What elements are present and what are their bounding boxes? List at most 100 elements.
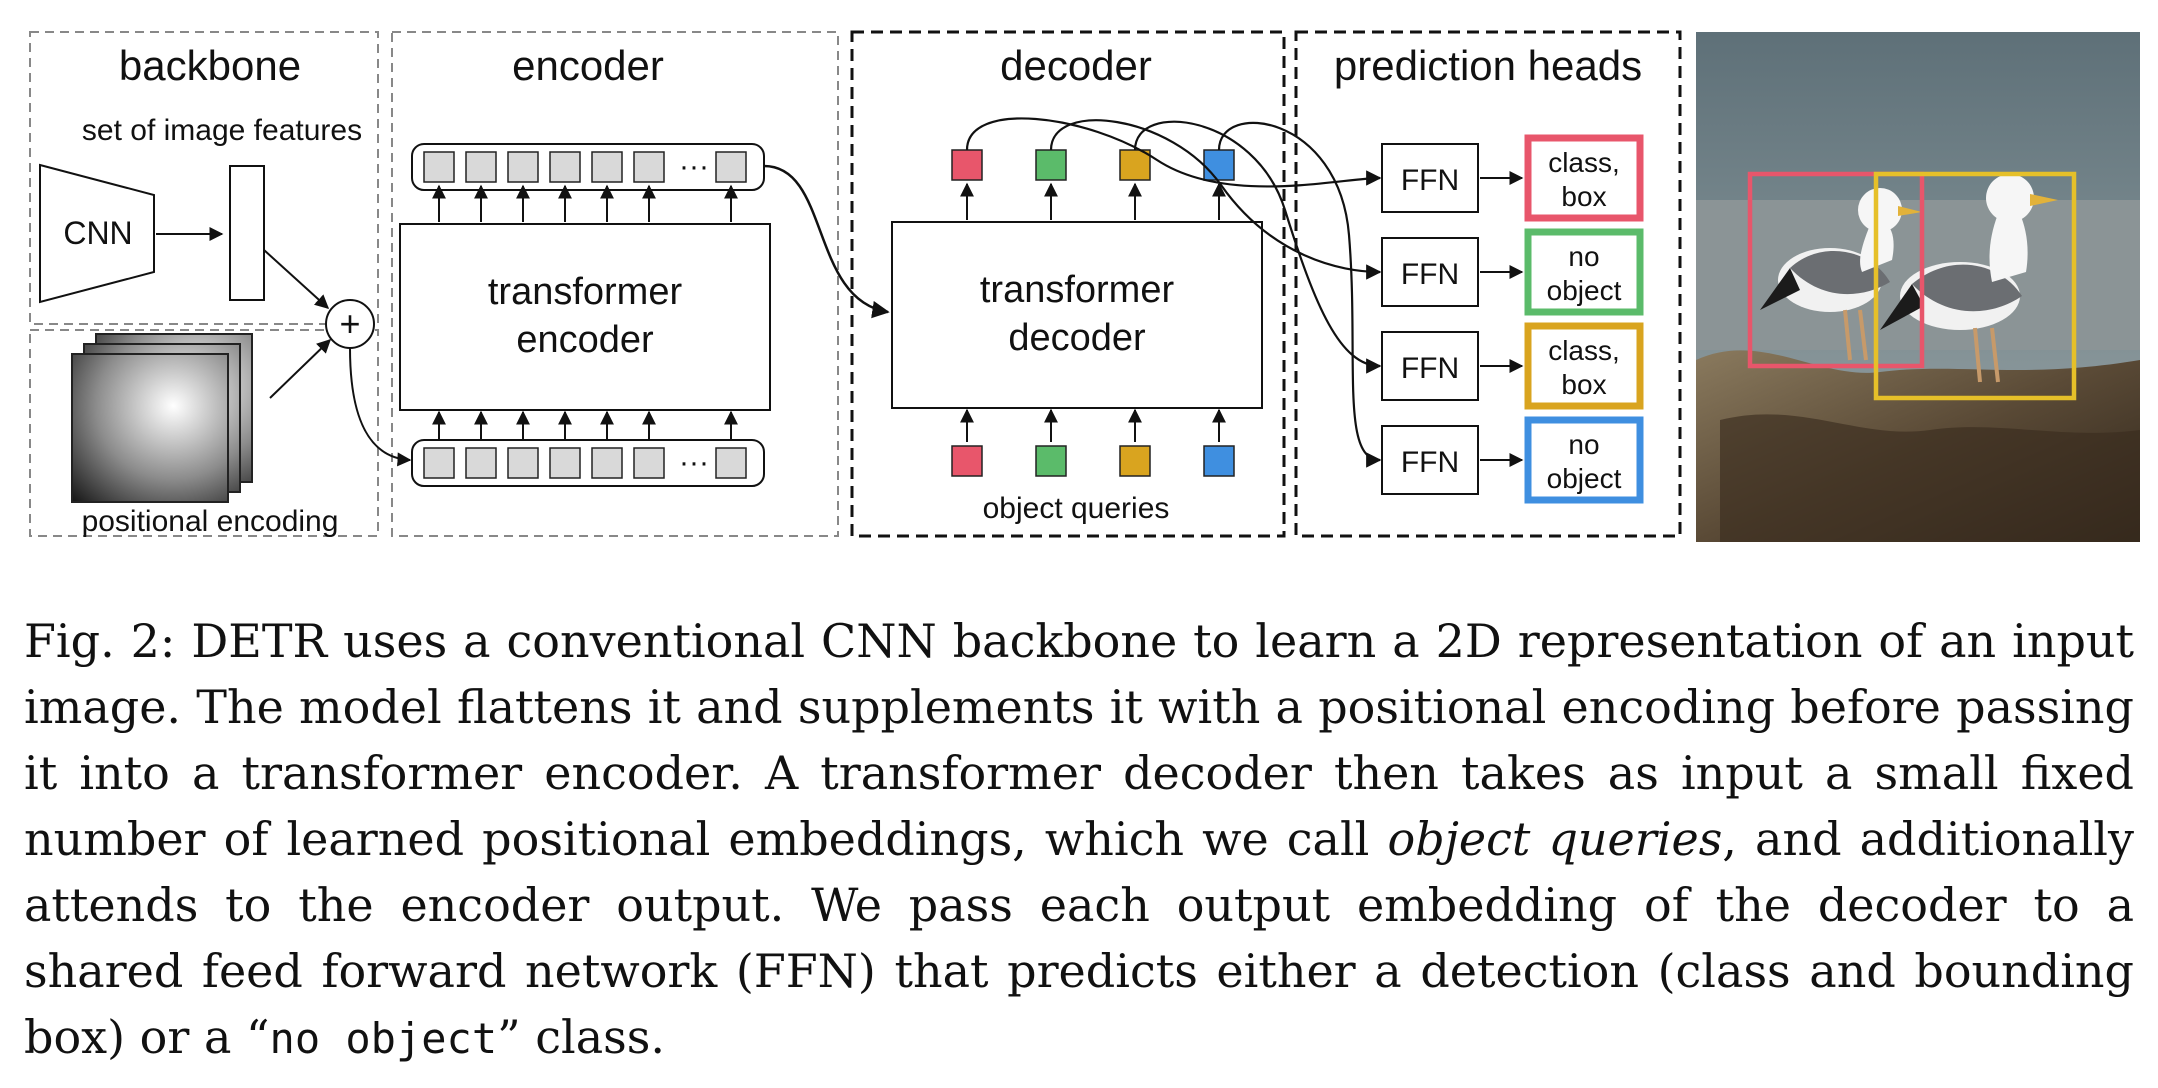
plus-to-encoder-input-arrow bbox=[349, 347, 412, 467]
feature-map bbox=[229, 165, 265, 301]
ffn-label: FFN bbox=[1401, 352, 1459, 385]
prediction-output bbox=[1524, 134, 1644, 222]
prediction-output bbox=[1524, 228, 1644, 316]
prediction-label-line1: no bbox=[1568, 429, 1599, 460]
decoder-to-ffn-arrow bbox=[965, 117, 1382, 188]
object-query-token bbox=[1035, 445, 1067, 477]
ffn-label: FFN bbox=[1401, 258, 1459, 291]
add-node-symbol: + bbox=[339, 303, 360, 344]
prediction-heads-frame bbox=[1294, 30, 1682, 538]
detection-box-red bbox=[1747, 171, 1925, 369]
object-query-token bbox=[1203, 445, 1235, 477]
encoder-input-tokens-container bbox=[411, 439, 765, 487]
prediction-label-line2: box bbox=[1561, 181, 1606, 212]
caption-mono: no object bbox=[269, 1014, 498, 1063]
encoder-output-token bbox=[423, 151, 455, 183]
encoder-input-token bbox=[423, 447, 455, 479]
ffn-label: FFN bbox=[1401, 446, 1459, 479]
encoder-output-token bbox=[715, 151, 747, 183]
prediction-label-line2: object bbox=[1547, 275, 1622, 306]
image-rocks-highlight bbox=[1720, 414, 2140, 542]
backbone-frame bbox=[29, 31, 379, 325]
ffn-box bbox=[1381, 143, 1479, 213]
cnn-label: CNN bbox=[63, 215, 132, 251]
transformer-encoder-label-line1: transformer bbox=[488, 271, 683, 313]
pos-encoding-layer-1 bbox=[71, 353, 229, 503]
encoder-output-tokens-container bbox=[411, 143, 765, 191]
image-features-label: set of image features bbox=[82, 114, 362, 147]
positional-encoding-label: positional encoding bbox=[82, 505, 339, 538]
encoder-input-token bbox=[591, 447, 623, 479]
decoder-to-ffn-arrow bbox=[1133, 120, 1382, 374]
pos-to-plus-arrow bbox=[269, 339, 332, 399]
encoder-input-ellipsis: ··· bbox=[679, 446, 709, 479]
object-query-arrows bbox=[960, 408, 1226, 442]
prediction-label-line1: class, bbox=[1548, 335, 1620, 366]
encoder-input-tokens bbox=[423, 447, 747, 479]
gull-right bbox=[1880, 174, 2058, 383]
decoder-title: decoder bbox=[1000, 42, 1152, 89]
encoder-output-token bbox=[633, 151, 665, 183]
transformer-encoder-block bbox=[399, 223, 771, 411]
prediction-label-line2: object bbox=[1547, 463, 1622, 494]
prediction-output bbox=[1524, 322, 1644, 410]
encoder-input-token bbox=[465, 447, 497, 479]
encoder-input-token bbox=[715, 447, 747, 479]
decoder-to-ffn-arrow bbox=[1049, 119, 1382, 280]
prediction-heads: FFNclass,boxFFNnoobjectFFNclass,boxFFNno… bbox=[1381, 134, 1644, 504]
detr-architecture-figure: backbone encoder decoder prediction head… bbox=[29, 30, 2140, 542]
decoder-output-arrows bbox=[960, 182, 1226, 220]
decoder-output-embedding bbox=[1119, 149, 1151, 181]
encoder-input-token bbox=[633, 447, 665, 479]
encoder-input-arrows bbox=[432, 410, 738, 442]
example-image bbox=[1696, 32, 2140, 542]
decoder-output-embedding bbox=[1203, 149, 1235, 181]
encoder-output-ellipsis: ··· bbox=[679, 150, 709, 183]
encoder-input-token bbox=[549, 447, 581, 479]
object-query-token bbox=[951, 445, 983, 477]
transformer-decoder-label-line2: decoder bbox=[1008, 317, 1146, 359]
encoder-input-token bbox=[507, 447, 539, 479]
decoder-to-ffn-arrows bbox=[965, 117, 1382, 468]
gull-left bbox=[1760, 188, 1922, 361]
decoder-output-embedding bbox=[1035, 149, 1067, 181]
ffn-box bbox=[1381, 331, 1479, 401]
prediction-label-line1: class, bbox=[1548, 147, 1620, 178]
encoder-output-token bbox=[465, 151, 497, 183]
object-query-token bbox=[1119, 445, 1151, 477]
detection-box-yellow bbox=[1873, 171, 2077, 401]
features-to-plus-arrow bbox=[263, 249, 330, 309]
caption-text-3: ” class. bbox=[497, 1010, 665, 1064]
positional-frame bbox=[29, 329, 379, 537]
prediction-heads-title: prediction heads bbox=[1334, 42, 1642, 89]
encoder-title: encoder bbox=[512, 42, 664, 89]
prediction-label-line2: box bbox=[1561, 369, 1606, 400]
caption-text-1: DETR uses a conventional CNN backbone to… bbox=[24, 614, 2134, 866]
ffn-box bbox=[1381, 425, 1479, 495]
decoder-output-embeddings bbox=[951, 149, 1235, 181]
caption-text-2: , and additionally attends to the encode… bbox=[24, 812, 2134, 1064]
object-queries-label: object queries bbox=[983, 492, 1170, 525]
caption-emphasis: object queries bbox=[1387, 812, 1723, 866]
cnn-block bbox=[39, 163, 155, 304]
encoder-output-tokens bbox=[423, 151, 747, 183]
prediction-label-line1: no bbox=[1568, 241, 1599, 272]
caption-prefix: Fig. 2: bbox=[24, 614, 176, 668]
prediction-output bbox=[1524, 416, 1644, 504]
encoder-frame bbox=[391, 31, 839, 537]
figure-caption: Fig. 2: DETR uses a conventional CNN bac… bbox=[24, 608, 2134, 1072]
encoder-to-decoder-arrow bbox=[763, 164, 890, 319]
encoder-output-token bbox=[591, 151, 623, 183]
transformer-decoder-label-line1: transformer bbox=[980, 269, 1175, 311]
encoder-output-token bbox=[507, 151, 539, 183]
decoder-to-ffn-arrow bbox=[1217, 121, 1382, 468]
backbone-title: backbone bbox=[119, 42, 301, 89]
transformer-encoder-label-line2: encoder bbox=[516, 319, 654, 361]
ffn-box bbox=[1381, 237, 1479, 307]
ffn-label: FFN bbox=[1401, 164, 1459, 197]
object-query-tokens bbox=[951, 445, 1235, 477]
transformer-decoder-block bbox=[891, 221, 1263, 409]
encoder-output-arrows bbox=[432, 184, 738, 222]
encoder-output-token bbox=[549, 151, 581, 183]
decoder-frame bbox=[850, 30, 1286, 538]
